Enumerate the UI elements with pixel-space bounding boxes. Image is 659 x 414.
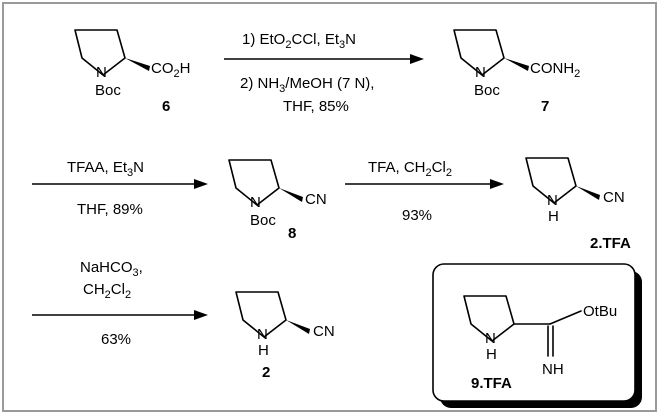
wedge-bond <box>286 320 310 334</box>
wedge-bond <box>279 188 303 202</box>
carboxyl-label: CO2H <box>151 60 190 80</box>
compound-number: 7 <box>541 98 549 115</box>
atom-h: H <box>548 208 559 225</box>
nitrile-label: CN <box>313 323 335 340</box>
ring-bonds <box>228 159 280 206</box>
compound-number: 9.TFA <box>471 375 512 392</box>
atom-h: H <box>258 342 269 359</box>
step-1: 1) EtO2CCl, Et3N 2) NH3/MeOH (7 N), THF,… <box>224 31 424 115</box>
imine-label: NH <box>542 361 564 378</box>
ether-label: OtBu <box>583 303 617 320</box>
arrowhead-3 <box>490 179 504 189</box>
compound-7: N Boc CONH2 7 <box>453 29 580 115</box>
bond-c-o <box>549 310 582 325</box>
condition-line-3: THF, 85% <box>283 98 349 115</box>
wedge-bond <box>125 58 150 71</box>
compound-number: 8 <box>288 225 296 242</box>
box-frame <box>432 263 636 402</box>
atom-n: N <box>96 64 107 81</box>
condition-line-3: 63% <box>101 331 131 348</box>
boc-label: Boc <box>95 82 121 99</box>
step-2: TFAA, Et3N THF, 89% <box>32 159 208 218</box>
wedge-bond <box>504 58 529 71</box>
nitrile-label: CN <box>603 189 625 206</box>
amide-label: CONH2 <box>530 60 580 80</box>
ring-bonds <box>74 29 126 76</box>
ring-bonds <box>235 291 287 338</box>
atom-n: N <box>485 330 496 347</box>
nitrile-label: CN <box>305 191 327 208</box>
arrowhead-1 <box>410 54 424 64</box>
atom-n: N <box>475 64 486 81</box>
ring-bonds <box>463 295 515 342</box>
compound-9-tfa-box: N H OtBu NH 9.TFA <box>432 263 642 408</box>
step-4: NaHCO3, CH2Cl2 63% <box>32 259 208 348</box>
condition-line-2: THF, 89% <box>77 201 143 218</box>
arrowhead-2 <box>194 179 208 189</box>
atom-n: N <box>257 326 268 343</box>
atom-n: N <box>250 194 261 211</box>
compound-6: N Boc CO2H 6 <box>74 29 190 115</box>
boc-label: Boc <box>250 212 276 229</box>
compound-number: 2 <box>262 364 270 381</box>
compound-2-tfa: N H CN 2.TFA <box>525 157 631 252</box>
compound-number: 6 <box>162 98 170 115</box>
arrowhead-4 <box>194 310 208 320</box>
condition-line-2: CH2Cl2 <box>83 281 131 301</box>
wedge-bond <box>576 186 600 200</box>
atom-h: H <box>486 346 497 363</box>
step-3: TFA, CH2Cl2 93% <box>345 159 504 224</box>
compound-number: 2.TFA <box>590 235 631 252</box>
condition-line-2: 93% <box>402 207 432 224</box>
boc-label: Boc <box>474 82 500 99</box>
condition-line-1: 1) EtO2CCl, Et3N <box>242 31 356 51</box>
ring-bonds <box>453 29 505 76</box>
compound-2: N H CN 2 <box>235 291 335 381</box>
condition-line-1: TFA, CH2Cl2 <box>368 159 452 179</box>
compound-8: N Boc CN 8 <box>228 159 327 242</box>
condition-line-1: NaHCO3, <box>80 259 143 279</box>
atom-n: N <box>547 192 558 209</box>
ring-bonds <box>525 157 577 204</box>
condition-line-2: 2) NH3/MeOH (7 N), <box>240 75 374 95</box>
condition-line-1: TFAA, Et3N <box>67 159 144 179</box>
